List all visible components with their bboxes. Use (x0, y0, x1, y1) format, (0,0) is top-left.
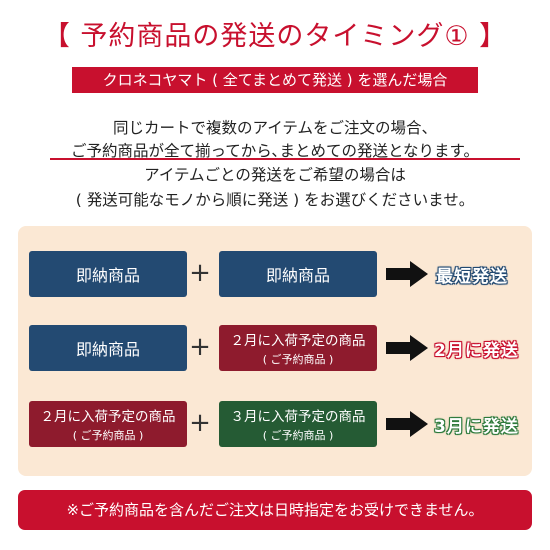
row3-right-label: ３月に入荷予定の商品 (230, 409, 366, 425)
description-line-3: アイテムごとの発送をご希望の場合は (144, 166, 406, 184)
row3-left-label: ２月に入荷予定の商品 (40, 409, 176, 425)
row2-left-item: 即納商品 (29, 325, 187, 371)
row3-result: 3月に発送 (434, 417, 519, 437)
row1-left-item: 即納商品 (29, 251, 187, 297)
row1-left-label: 即納商品 (75, 266, 140, 285)
description-line-4: ( 発送可能なモノから順に発送 ) をお選びくださいませ。 (75, 191, 475, 209)
plus-icon: + (189, 258, 211, 288)
right-arrow-icon (386, 335, 428, 361)
page-title: 【 予約商品の発送のタイミング① 】 (42, 21, 508, 52)
plus-icon: + (189, 332, 211, 362)
shipping-method-banner: クロネコヤマト ( 全てまとめて発送 ) を選んだ場合 (72, 67, 478, 93)
emphasis-underline (50, 158, 520, 160)
row3-left-sublabel: ( ご予約商品 ) (72, 429, 144, 442)
row1-right-item: 即納商品 (219, 251, 377, 297)
row2-right-sublabel: ( ご予約商品 ) (262, 353, 334, 366)
notice-banner: ※ご予約商品を含んだご注文は日時指定をお受けできません。 (18, 490, 532, 530)
row3-right-sublabel: ( ご予約商品 ) (262, 429, 334, 442)
plus-icon: + (189, 408, 211, 438)
row2-result: 2月に発送 (434, 341, 519, 361)
right-arrow-icon (386, 261, 428, 287)
row2-right-label: ２月に入荷予定の商品 (230, 333, 366, 349)
row2-left-label: 即納商品 (75, 340, 140, 359)
description-line-1: 同じカートで複数のアイテムをご注文の場合、 (113, 119, 437, 137)
description-line-2: ご予約商品が全て揃ってから､まとめての発送となります。 (71, 142, 479, 160)
row2-right-item: ２月に入荷予定の商品 ( ご予約商品 ) (219, 325, 377, 371)
row1-right-label: 即納商品 (265, 266, 330, 285)
row3-right-item: ３月に入荷予定の商品 ( ご予約商品 ) (219, 401, 377, 447)
row3-left-item: ２月に入荷予定の商品 ( ご予約商品 ) (29, 401, 187, 447)
row1-result: 最短発送 (436, 267, 508, 287)
right-arrow-icon (386, 411, 428, 437)
